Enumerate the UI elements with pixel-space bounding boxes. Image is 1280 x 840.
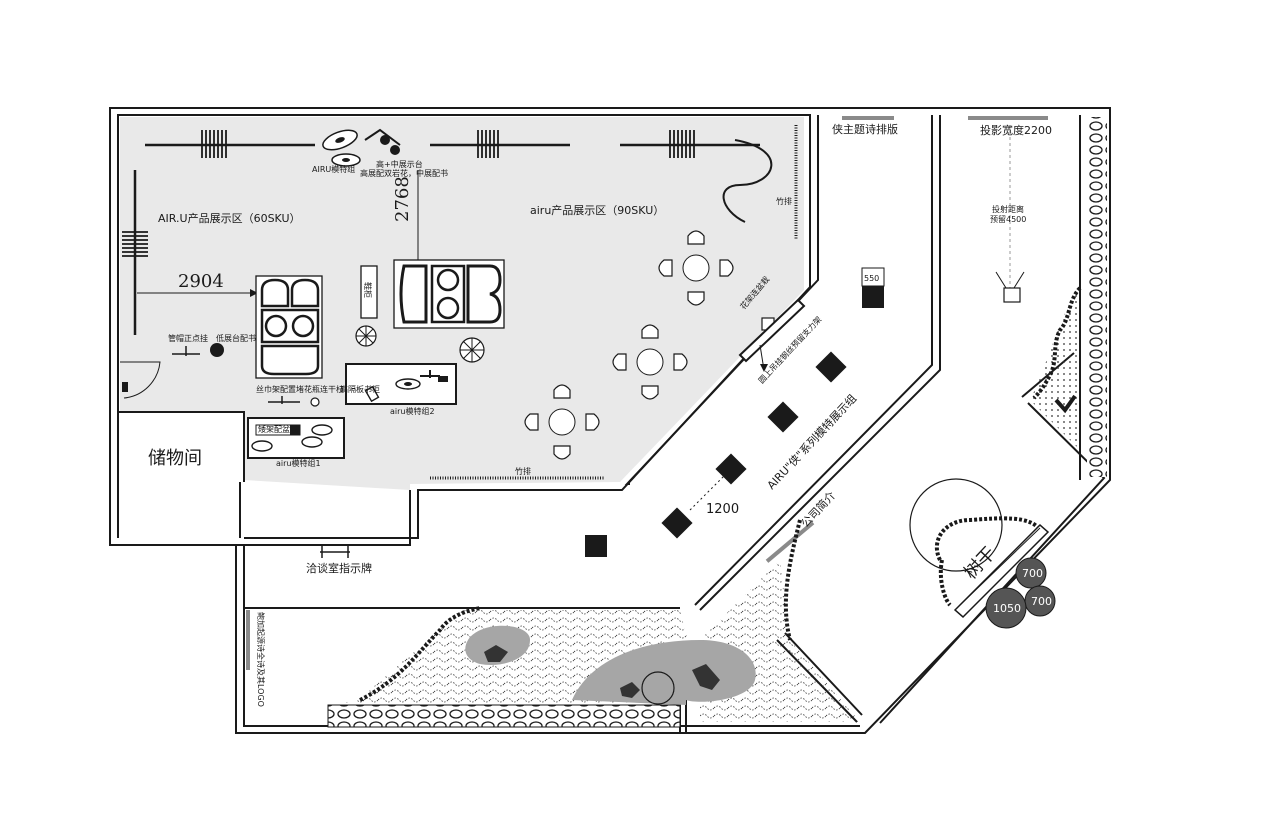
zone-projection-distance-2: 预留4500: [990, 214, 1026, 224]
dim-550: 550: [864, 274, 879, 283]
label-pipe-hanger: 管帽正点挂: [168, 333, 208, 343]
dim-2768: 2768: [392, 176, 413, 222]
label-model-group-2: airu模特组2: [390, 406, 435, 416]
circle-1050: 1050: [993, 602, 1021, 615]
airu-model-group-top: [322, 128, 401, 167]
wall-signs: [246, 116, 1048, 670]
stone-strip-bottom: [328, 705, 680, 727]
label-bamboo-right: 竹排: [776, 196, 792, 206]
stone-strip-right: [1087, 117, 1107, 477]
curved-partition: [722, 139, 773, 223]
label-scarf-rack: 丝巾架配置堵花瓶连干枝: [256, 384, 344, 394]
table-set-1: [658, 230, 734, 306]
label-bamboo-bottom: 竹排: [515, 466, 531, 476]
zone-xia-poem: 侠主题诗排版: [832, 122, 898, 136]
storage-door: [120, 361, 161, 399]
label-shoe-cabinet: 鞋柜: [363, 282, 373, 298]
display-shelf-centre: [393, 259, 505, 329]
airu-model-group-1: [247, 417, 345, 459]
zone-storage: 储物间: [148, 448, 202, 469]
tree-feature: [909, 478, 1056, 629]
label-low-display-book: 低展台配书: [216, 333, 256, 343]
zen-garden: [328, 519, 860, 722]
label-stand-box: 矮架配盆栽: [258, 424, 298, 434]
zone-logo-poem: 鲍加起源诗全诗及其LOGO: [256, 612, 266, 707]
label-airu-model-group: AIRU模特组: [312, 164, 355, 174]
circle-700-a: 700: [1022, 567, 1043, 580]
zone-projection-distance-1: 投射距离: [992, 204, 1024, 214]
gravel-right: [1030, 290, 1080, 448]
shoe-cabinet: [360, 265, 378, 319]
small-fixtures: [172, 343, 350, 558]
label-high-mid-display-1: 高+中展示台: [376, 159, 423, 169]
zone-projection-width: 投影宽度2200: [980, 123, 1052, 137]
dim-1200: 1200: [706, 502, 739, 517]
table-set-3: [524, 384, 600, 460]
circle-700-b: 700: [1031, 595, 1052, 608]
table-set-2: [612, 324, 688, 400]
airu-model-group-2: [345, 363, 457, 405]
hanging-rails: [122, 130, 760, 335]
zone-airu-display: airu产品展示区（90SKU）: [530, 203, 664, 217]
projector: [995, 125, 1025, 303]
label-model-group-1: airu模特组1: [276, 458, 321, 468]
zone-meeting-sign: 洽谈室指示牌: [306, 561, 372, 575]
label-high-mid-display-2: 高展配双岩花，中展配书: [360, 168, 448, 178]
display-shelf-left: [255, 275, 323, 379]
dim-2904: 2904: [178, 271, 224, 292]
label-high-shelf: 高隔板书柜: [340, 384, 380, 394]
zone-air-u-display: AIR.U产品展示区（60SKU）: [158, 211, 301, 225]
potted-plant-1: [355, 325, 377, 347]
flower-rack: [738, 298, 806, 372]
potted-plant-2: [459, 337, 485, 363]
